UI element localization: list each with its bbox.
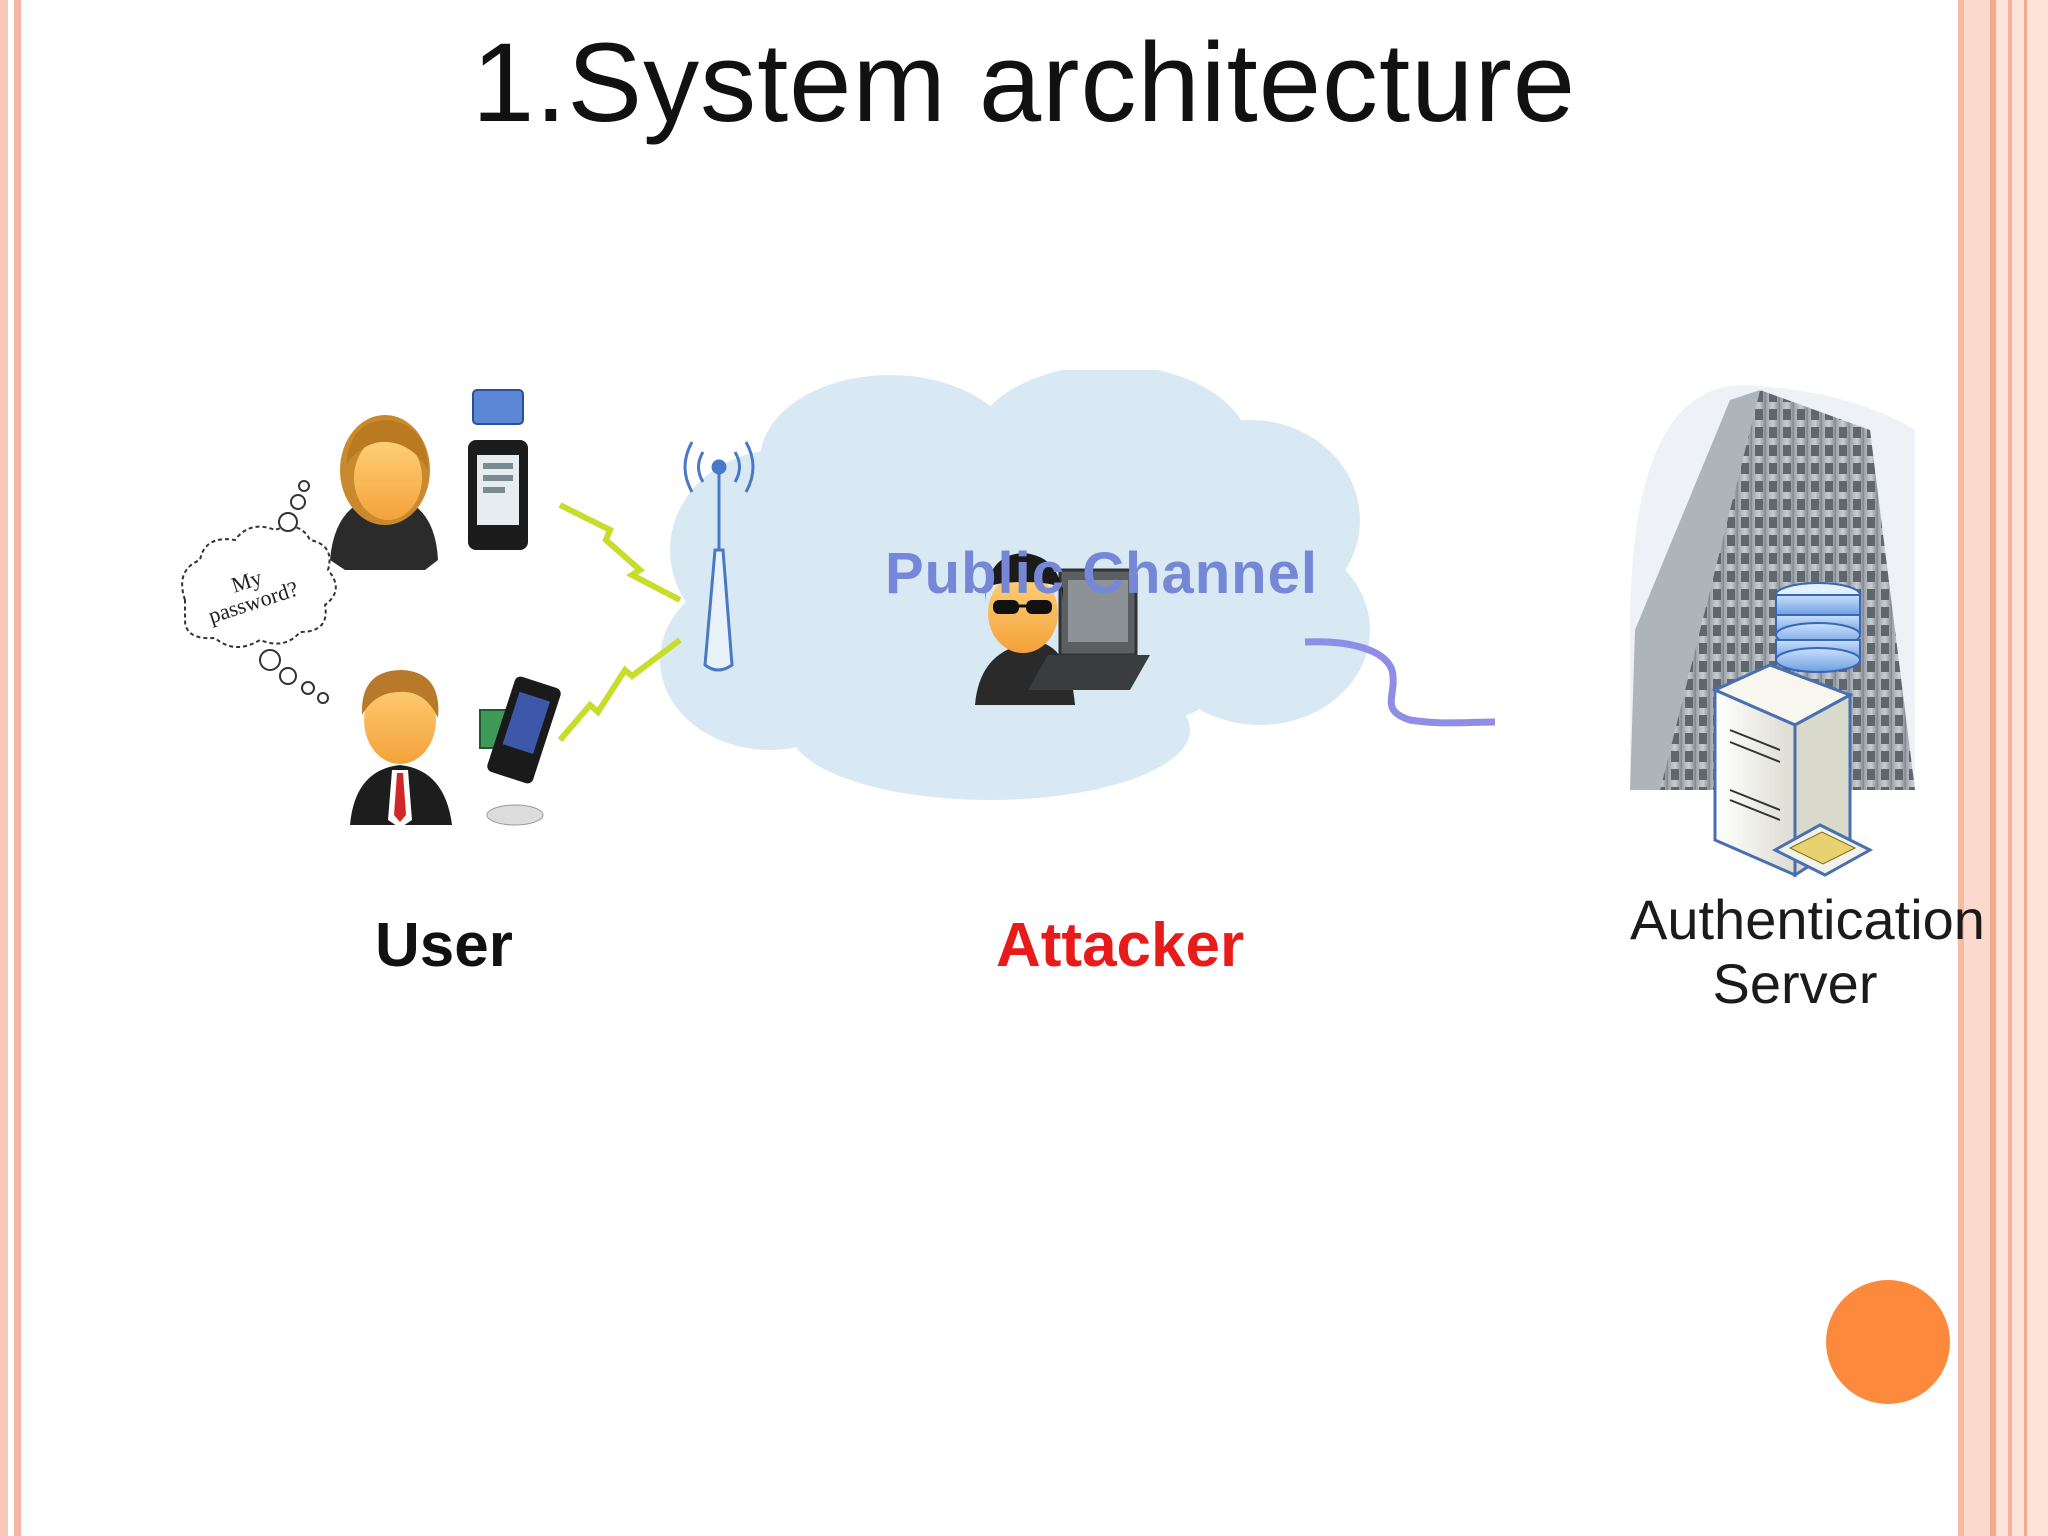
attacker-icon (975, 553, 1150, 705)
thought-bubble-icon (181, 480, 337, 704)
database-icon (1775, 582, 1861, 673)
access-point-icon (683, 441, 755, 672)
card-reader-icon (468, 389, 528, 550)
slide-accent-dot (1826, 1280, 1950, 1404)
diagram-artwork (181, 370, 1915, 878)
server-icon (1711, 663, 1874, 878)
wireless-signal-icon (557, 502, 682, 742)
slide-title: 1.System architecture (471, 20, 1577, 145)
user-woman-icon (330, 415, 438, 570)
frame-left-inner (14, 0, 21, 1536)
network-cable (1304, 638, 1496, 727)
user-man-icon (350, 670, 452, 828)
authentication-server-label: Authentication Server (1630, 888, 1985, 1015)
user-label: User (375, 911, 513, 980)
architecture-diagram: My password? Public Channel User Attacke… (170, 370, 1985, 1020)
attacker-label: Attacker (996, 911, 1245, 980)
smartcard-device-icon (479, 676, 561, 826)
frame-left-outer (0, 0, 8, 1536)
public-channel-label: Public Channel (885, 541, 1318, 606)
